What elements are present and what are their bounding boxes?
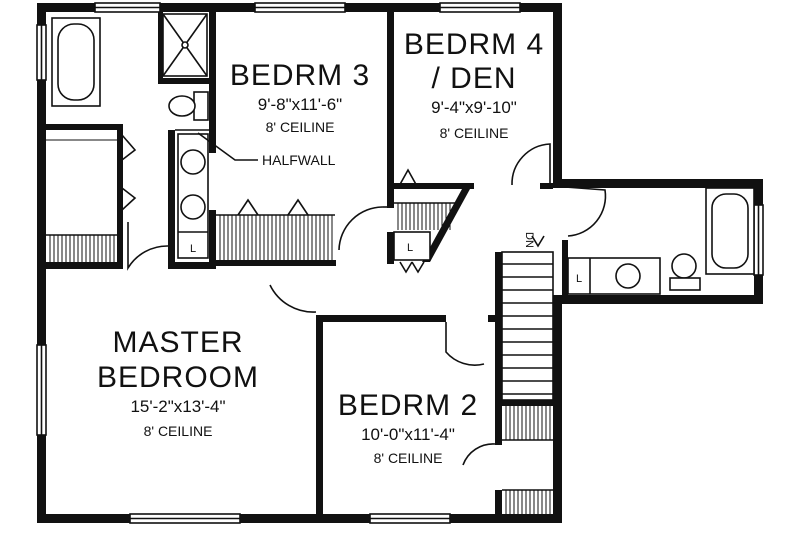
master-dims: 15'-2"x13'-4" xyxy=(130,397,225,416)
bedroom4-name-line1: BEDRM 4 xyxy=(404,28,544,61)
master-ceiling: 8' CEILINE xyxy=(144,423,213,439)
bath-linen-label: L xyxy=(576,273,582,285)
room-bedroom-3: BEDRM 3 9'-8"x11'-6" 8' CEILINE xyxy=(230,59,370,135)
bedroom4-closet xyxy=(394,168,455,230)
halfwall-label: HALFWALL xyxy=(262,152,336,168)
master-name-line2: BEDROOM xyxy=(97,361,259,394)
windows xyxy=(36,2,764,524)
bedroom3-ceiling: 8' CEILINE xyxy=(266,119,335,135)
hall-linen-closet: L xyxy=(393,231,431,274)
bedroom4-name-line2: / DEN xyxy=(431,62,516,95)
bedroom4-ceiling: 8' CEILINE xyxy=(440,125,509,141)
room-bedroom-4: BEDRM 4 / DEN 9'-4"x9'-10" 8' CEILINE xyxy=(404,28,544,141)
hall-bath-fixtures: L xyxy=(567,187,755,295)
room-bedroom-2: BEDRM 2 10'-0"x11'-4" 8' CEILINE xyxy=(338,389,478,466)
bedroom3-closet xyxy=(216,198,335,260)
linen-closet-label: L xyxy=(190,243,196,255)
hall-linen-label: L xyxy=(407,242,413,254)
bedroom3-dims: 9'-8"x11'-6" xyxy=(258,95,342,114)
bedroom2-dims: 10'-0"x11'-4" xyxy=(361,425,455,444)
master-name-line1: MASTER xyxy=(112,326,243,359)
halfwall-annotation: HALFWALL xyxy=(197,132,336,168)
stairs: DN xyxy=(501,232,554,401)
room-master-bedroom: MASTER BEDROOM 15'-2"x13'-4" 8' CEILINE xyxy=(97,326,259,439)
bedroom2-closet xyxy=(502,406,553,514)
bedroom2-name: BEDRM 2 xyxy=(338,389,478,422)
stairs-down-label: DN xyxy=(523,232,535,248)
bedroom2-ceiling: 8' CEILINE xyxy=(374,450,443,466)
master-bath-fixtures: L xyxy=(51,13,210,259)
bedroom4-dims: 9'-4"x9'-10" xyxy=(431,98,517,117)
bedroom3-name: BEDRM 3 xyxy=(230,59,370,92)
master-closet xyxy=(46,134,137,262)
door-swings xyxy=(127,143,607,466)
